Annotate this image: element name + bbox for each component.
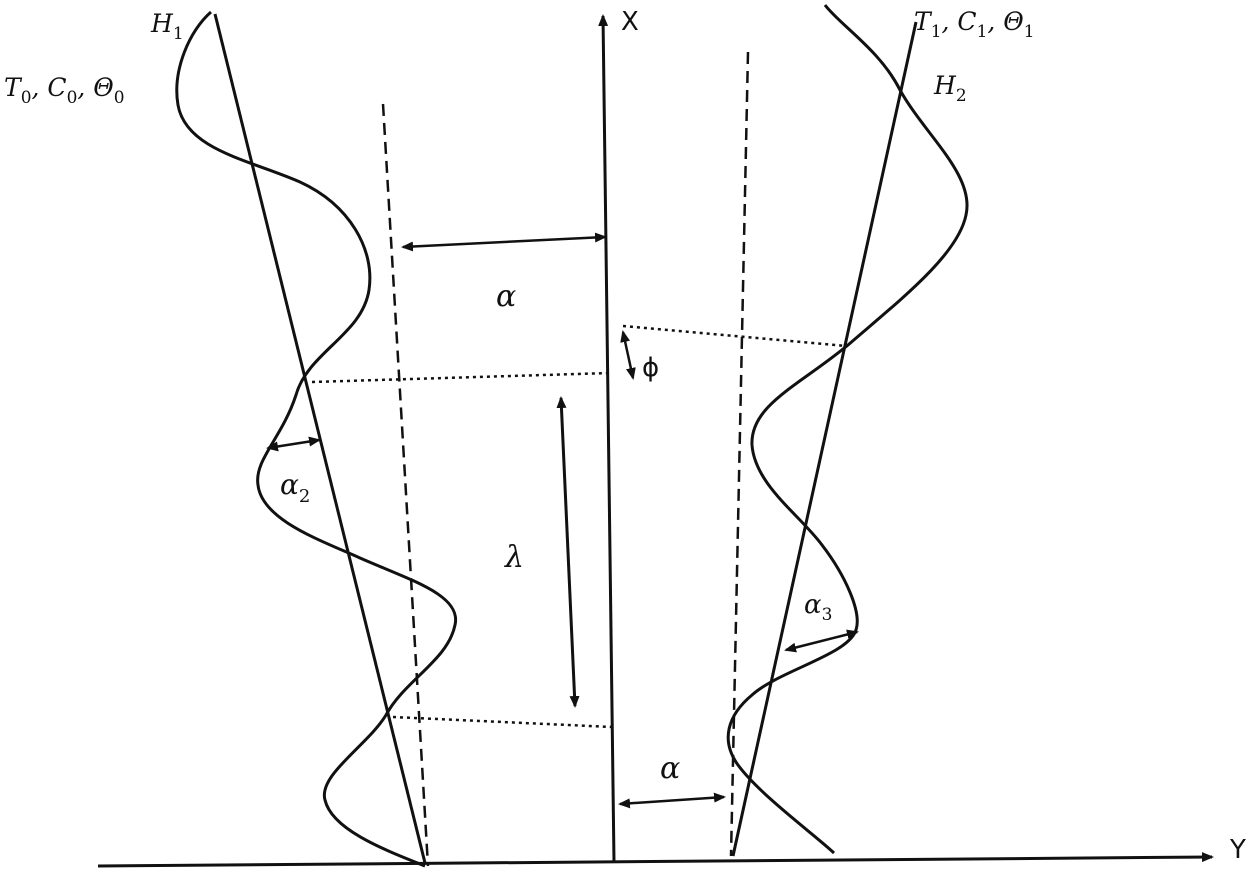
left-wavy-wall-h1	[175, 10, 458, 868]
right-dashed-reference-line	[729, 51, 750, 857]
alpha2-label: α2	[280, 468, 310, 507]
left-wall-centerline	[213, 13, 427, 864]
alpha-bottom-dimension-arrow	[618, 792, 726, 809]
alpha3-label: α3	[804, 590, 832, 625]
right-wall-centerline	[731, 21, 918, 857]
alpha-bottom-label: α	[660, 751, 680, 786]
alpha-top-label: α	[496, 279, 516, 314]
wavelength-dimension-arrow	[556, 396, 580, 708]
phase-dimension-arrow	[620, 330, 636, 380]
phase-label: ϕ	[642, 353, 659, 383]
left-dashed-reference-line	[381, 103, 430, 867]
x-axis-line	[598, 14, 616, 863]
left-boundary-conditions: T0, C0, Θ0	[4, 73, 125, 108]
y-axis-label: Y	[1229, 835, 1246, 865]
right-wall-label: H2	[933, 71, 967, 106]
dotted-guide-bottom-left	[392, 715, 613, 729]
alpha3-dimension-arrow	[784, 629, 859, 653]
y-axis-line	[97, 852, 1214, 868]
alpha2-dimension-arrow	[266, 436, 321, 452]
wavelength-label: λ	[504, 540, 524, 575]
right-boundary-conditions: T1, C1, Θ1	[914, 7, 1035, 42]
dotted-guide-mid-left	[311, 371, 611, 384]
x-axis-label: X	[621, 7, 639, 37]
alpha-top-dimension-arrow	[401, 232, 607, 252]
left-wall-label: H1	[150, 9, 184, 44]
right-wavy-wall-h2	[726, 4, 969, 855]
dotted-guide-top-right	[622, 324, 847, 348]
